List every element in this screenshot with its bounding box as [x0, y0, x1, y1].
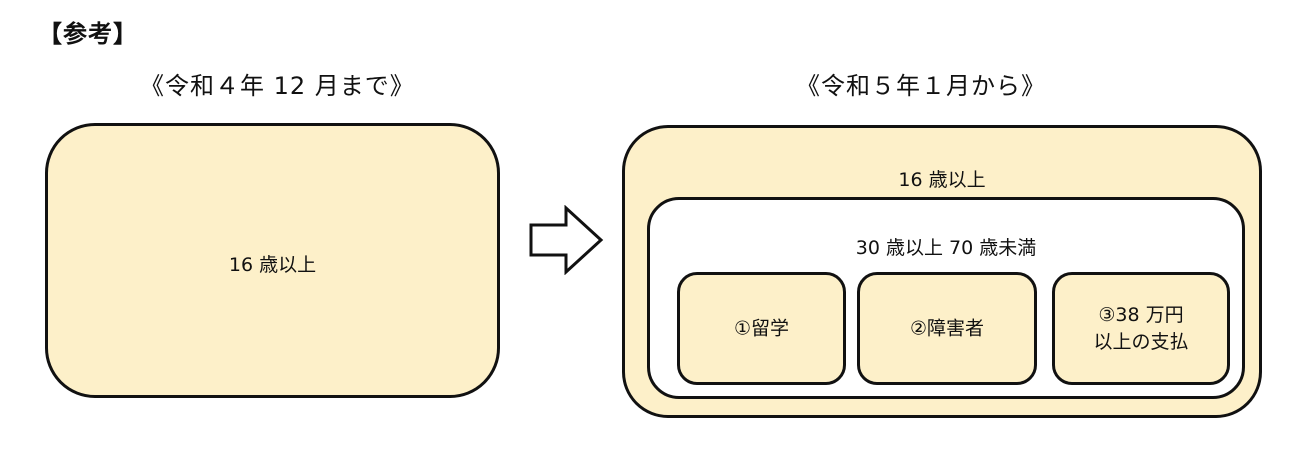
before-heading: 《令和４年 12 月まで》: [140, 72, 415, 100]
reference-title: 【参考】: [38, 20, 138, 48]
after-outer-age-label: 16 歳以上: [898, 169, 986, 191]
after-inner-age-label: 30 歳以上 70 歳未満: [855, 237, 1037, 259]
before-box: [45, 123, 500, 398]
exception-label-payment: ③38 万円以上の支払: [1093, 303, 1189, 353]
exception-box-study-abroad: ①留学: [677, 272, 846, 385]
exception-label-disability: ②障害者: [909, 317, 985, 339]
before-age-label: 16 歳以上: [228, 254, 317, 276]
exception-box-payment: ③38 万円以上の支払: [1052, 272, 1230, 385]
exception-label-study-abroad: ①留学: [733, 317, 790, 339]
right-arrow-icon: [529, 205, 604, 275]
right-arrow-shape: [529, 205, 604, 275]
after-heading: 《令和５年１月から》: [796, 72, 1046, 100]
exception-box-disability: ②障害者: [857, 272, 1037, 385]
